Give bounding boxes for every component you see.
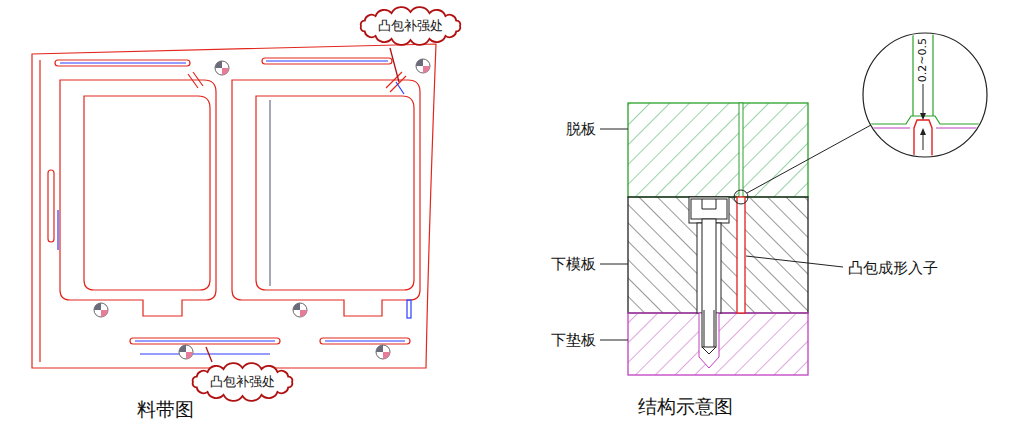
strip-outline <box>84 96 210 290</box>
strip-blue-lines <box>396 82 404 94</box>
pilot-holes <box>376 345 390 359</box>
strip-outline <box>232 80 420 316</box>
strip-blue-lines <box>135 340 275 341</box>
detail-view <box>860 127 990 128</box>
strip-outline <box>262 58 392 64</box>
part-label: 脱板 <box>566 121 596 138</box>
strip-outline <box>32 44 436 368</box>
pilot-holes <box>376 345 383 352</box>
cloud-leader <box>206 48 399 362</box>
cloud-callout: 凸包补强处 <box>355 6 466 46</box>
pilot-holes <box>94 303 108 317</box>
pilot-holes <box>186 352 193 359</box>
pilot-holes <box>215 61 222 68</box>
strip-outline <box>32 44 436 368</box>
part-label: 0.2~0.5 <box>917 38 930 82</box>
cloud-leader <box>390 48 399 82</box>
label-holder: 结构示意图 <box>638 396 733 418</box>
strip-blue-lines <box>140 353 270 354</box>
die-section <box>702 199 716 209</box>
pilot-holes <box>383 352 390 359</box>
pilot-holes <box>101 310 108 317</box>
strip-outline <box>320 338 410 344</box>
die-section <box>739 103 743 197</box>
label-holder: 凸包成形入子 <box>848 260 938 277</box>
strip-blue-lines <box>407 300 411 318</box>
label-holder: 料带图 <box>137 399 194 421</box>
detail-view <box>747 125 871 193</box>
pilot-holes <box>94 303 101 310</box>
strip-blue-lines <box>60 62 186 63</box>
pilot-holes <box>293 303 307 317</box>
detail-view <box>920 128 926 135</box>
die-section <box>691 199 727 219</box>
part-label: 料带图 <box>137 399 194 421</box>
pilot-holes <box>293 303 300 310</box>
part-label: 结构示意图 <box>638 396 733 418</box>
strip-outline <box>55 60 190 66</box>
pilot-holes <box>179 345 193 359</box>
strip-blue-lines <box>57 210 58 250</box>
detail-view <box>860 30 990 165</box>
strip-blue-lines <box>325 340 405 341</box>
label-holder: 0.2~0.5 <box>917 38 930 82</box>
strip-outline <box>256 96 414 290</box>
die-section <box>628 313 808 375</box>
pilot-holes <box>376 345 390 359</box>
callout-text: 凸包补强处 <box>210 375 275 390</box>
pilot-holes <box>94 303 108 317</box>
pilot-holes <box>215 61 229 75</box>
part-label: 下垫板 <box>551 332 596 349</box>
cloud-callout: 凸包补强处 <box>187 362 298 402</box>
label-holder: 脱板 <box>566 121 596 138</box>
pilot-holes <box>416 59 430 73</box>
strip-centre-line <box>269 100 271 286</box>
die-section <box>628 197 808 313</box>
label-holder: 下垫板 <box>551 332 596 349</box>
cloud-leader <box>206 347 212 362</box>
label-leader <box>600 264 628 265</box>
detail-view <box>914 120 932 165</box>
label-leader <box>600 129 628 130</box>
die-section <box>702 347 716 354</box>
detail-view <box>734 30 990 204</box>
label-leader <box>600 340 628 341</box>
pilot-holes <box>416 59 423 66</box>
detail-view <box>923 84 924 118</box>
die-section <box>737 197 745 313</box>
strip-outline <box>39 60 40 362</box>
pilot-holes <box>215 61 229 75</box>
strip-outline <box>48 170 54 242</box>
pilot-holes <box>293 303 307 317</box>
label-leader <box>746 256 843 267</box>
strip-outline <box>130 338 280 344</box>
die-section <box>704 310 714 347</box>
detail-view <box>734 190 748 204</box>
strip-blue-lines <box>58 61 411 354</box>
label-holder: 下模板 <box>551 256 596 273</box>
strip-blue-lines <box>266 60 388 61</box>
part-label: 凸包成形入子 <box>848 260 938 277</box>
die-section <box>702 219 716 347</box>
pilot-holes <box>94 59 430 359</box>
cloud-outline <box>361 7 461 45</box>
pilot-holes <box>179 345 186 352</box>
pilot-holes <box>300 310 307 317</box>
part-label: 下模板 <box>551 256 596 273</box>
die-section <box>628 103 808 197</box>
pilot-holes <box>416 59 430 73</box>
pilot-holes <box>179 345 193 359</box>
die-section <box>628 103 808 375</box>
pilot-holes <box>423 66 430 73</box>
strip-outline <box>60 80 216 316</box>
detail-view <box>863 33 987 157</box>
callout-text: 凸包补强处 <box>378 19 443 34</box>
pilot-holes <box>222 68 229 75</box>
cloud-outline <box>193 363 293 401</box>
detail-view <box>920 113 926 120</box>
